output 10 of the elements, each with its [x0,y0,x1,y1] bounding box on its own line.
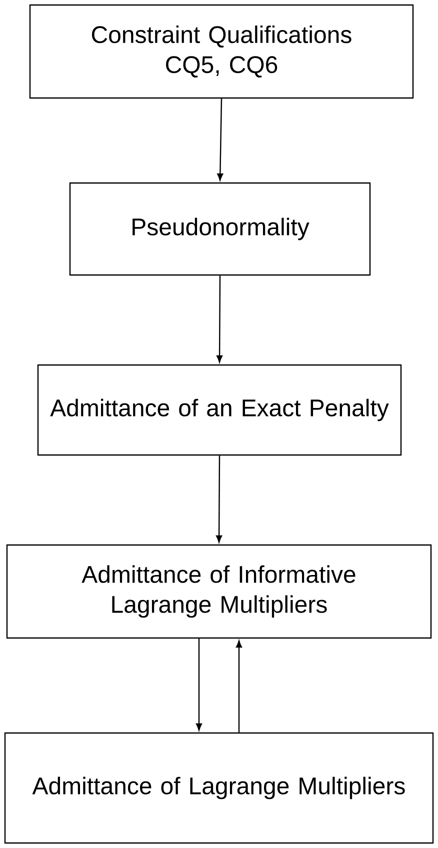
arrow [196,638,202,731]
arrow [236,640,242,732]
process-box: Constraint Qualifications CQ5, CQ6 [29,4,414,99]
process-box: Pseudonormality [69,182,371,276]
arrow [216,456,222,543]
arrow [217,98,224,181]
process-box: Admittance of Lagrange Multipliers [4,732,434,844]
process-box: Admittance of an Exact Penalty [37,364,402,456]
process-box: Admittance of Informative Lagrange Multipliers [6,544,432,639]
arrow [216,276,223,363]
